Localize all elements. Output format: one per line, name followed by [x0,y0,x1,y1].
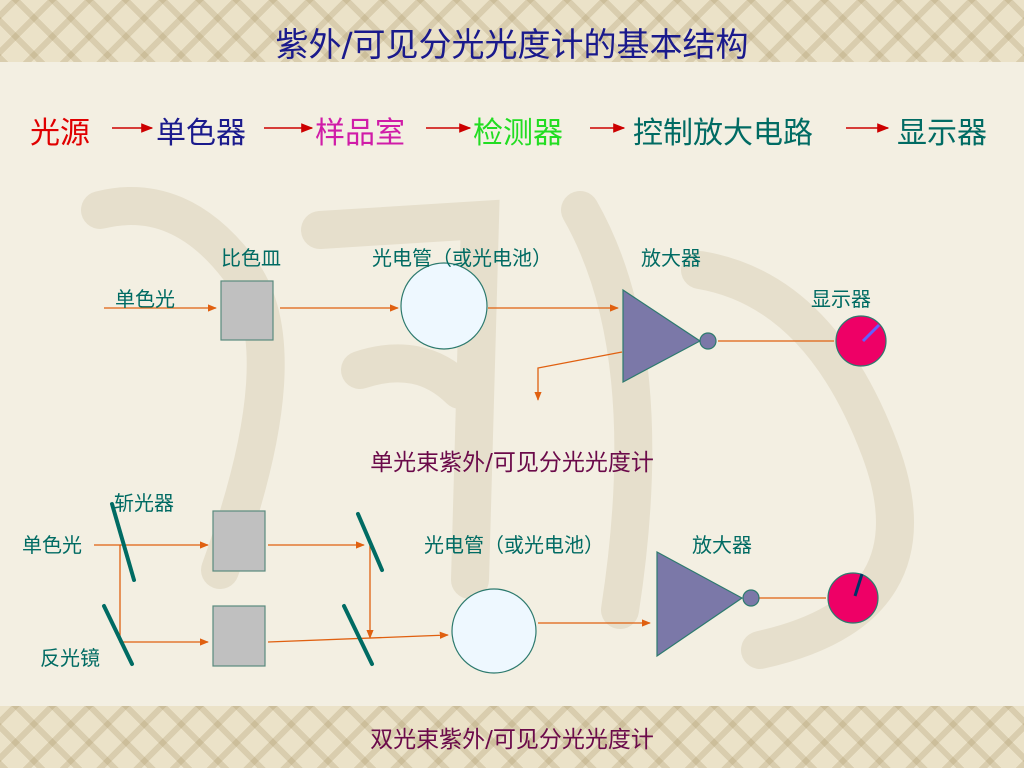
flow-step-monochromator: 单色器 [156,116,246,151]
reference-cuvette-box [212,605,266,667]
top-decorative-border [0,0,1024,62]
monochromatic-light-label: 单色光 [22,533,82,557]
feedback-arrow [534,351,623,401]
flow-step-light-source: 光源 [30,116,90,151]
photocell-label: 光电管（或光电池） [424,533,604,557]
photocell-circle [400,262,488,350]
flow-step-detector: 检测器 [473,116,563,151]
chopper-mirror [110,502,136,582]
reflective-mirror [342,604,374,666]
cuvette-label: 比色皿 [221,246,281,270]
chopper-label: 斩光器 [114,491,174,515]
flow-step-sample-chamber: 样品室 [315,116,405,151]
amplifier-output-dot [699,332,717,350]
reference-path [119,545,209,646]
display-meter-needle [853,573,864,597]
display-meter-needle [861,323,881,343]
bottom-decorative-border [0,706,1024,768]
page-title: 紫外/可见分光光度计的基本结构 [275,25,749,64]
cuvette-box [220,280,274,341]
monochromatic-light-label: 单色光 [115,287,175,311]
double-beam-caption: 双光束紫外/可见分光光度计 [370,727,654,753]
reflective-mirror [102,604,134,666]
single-beam-caption: 单光束紫外/可见分光光度计 [370,450,654,476]
display-meter [827,572,879,624]
background-calligraphy-watermark [81,187,914,669]
reflective-mirror [356,512,384,572]
display-label: 显示器 [811,287,871,311]
mirror-label: 反光镜 [40,646,100,670]
sample-cuvette-box [212,510,266,572]
flow-step-display: 显示器 [897,116,987,151]
photocell-label: 光电管（或光电池） [372,246,552,270]
photocell-circle [451,588,537,674]
amplifier-label: 放大器 [692,533,752,557]
amplifier-triangle [656,550,744,658]
display-meter [835,315,887,367]
amplifier-triangle [622,288,702,383]
amplifier-output-dot [742,589,760,607]
flow-step-amplifier-circuit: 控制放大电路 [633,116,813,151]
amplifier-label: 放大器 [641,246,701,270]
